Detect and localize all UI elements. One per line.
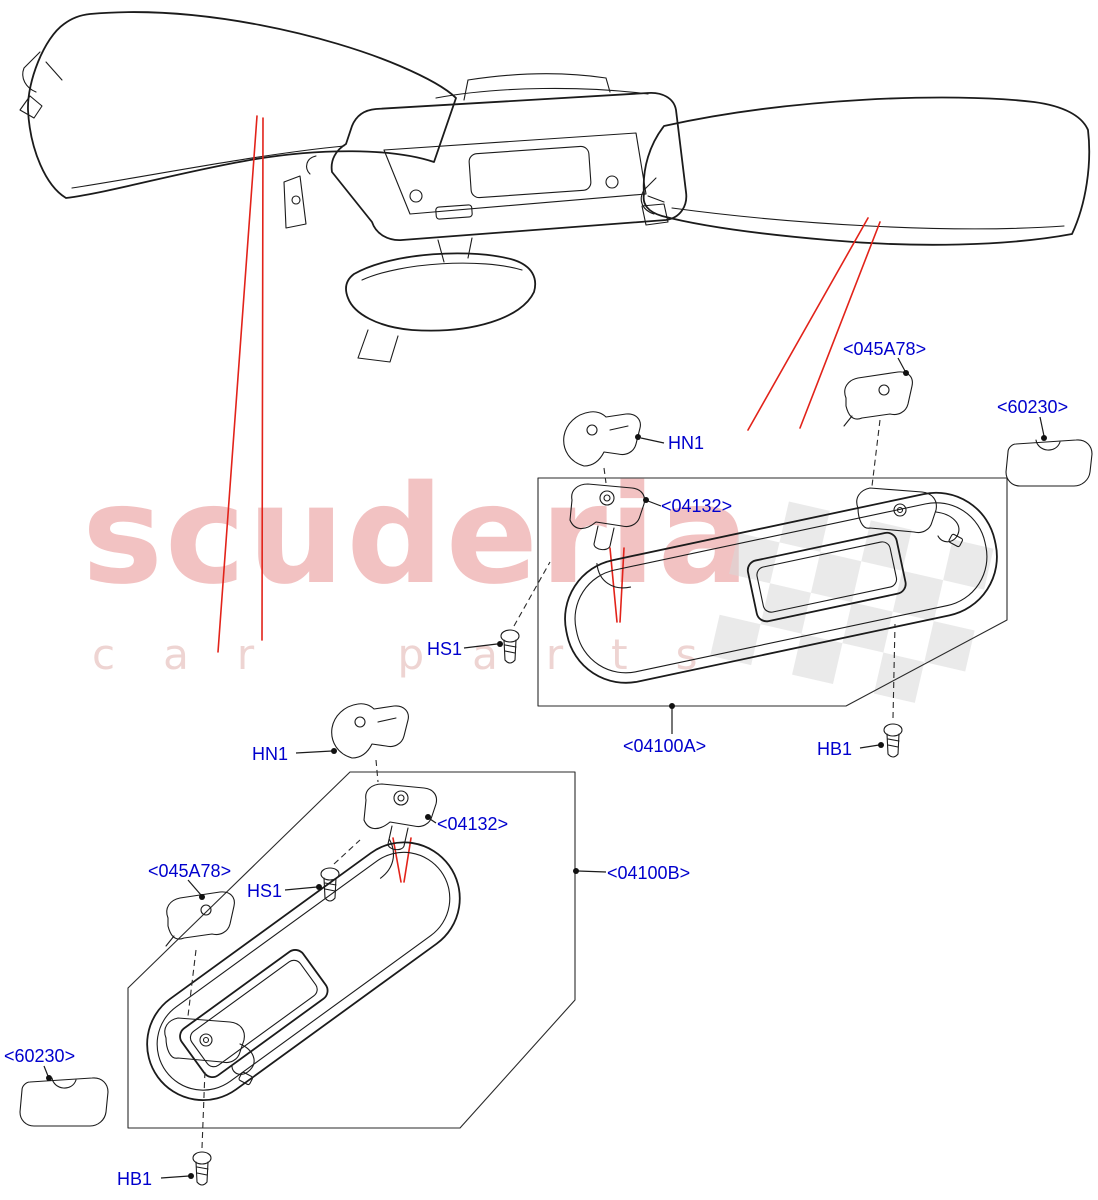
visor-mount-plate-a bbox=[856, 487, 964, 548]
hn1-bracket-b bbox=[331, 703, 409, 759]
visor-mount-plate-b bbox=[164, 1017, 255, 1086]
overhead-console-drawing bbox=[283, 73, 688, 363]
cover-60230-b bbox=[19, 1077, 109, 1127]
callout-screw-hb1-b: HB1 bbox=[117, 1169, 153, 1189]
watermark-subtitle: car parts bbox=[92, 630, 746, 679]
cover-60230-a bbox=[1005, 439, 1093, 487]
screw-hb1-b bbox=[192, 1151, 212, 1186]
clip-045A78-b bbox=[165, 891, 235, 947]
left-sun-visor-drawing bbox=[19, 11, 457, 199]
red-leader-lines bbox=[217, 115, 881, 883]
visor-b-exploded bbox=[19, 703, 576, 1186]
callout-screw-hs1-a: HS1 bbox=[427, 639, 463, 659]
assembly-dashed-lines bbox=[187, 419, 896, 1149]
pivot-04132-b bbox=[363, 783, 438, 851]
watermark: scuderia car parts bbox=[82, 468, 751, 679]
callout-leaders bbox=[43, 357, 1047, 1179]
callout-pivot-b: <04132> bbox=[437, 814, 509, 834]
screw-hs1-b bbox=[320, 867, 340, 902]
callout-screw-hs1-b: HS1 bbox=[247, 881, 283, 901]
visor-a-exploded bbox=[500, 371, 1093, 758]
hn1-bracket-a bbox=[563, 411, 641, 467]
sun-visor-a-drawing bbox=[564, 491, 998, 684]
callout-pivot-bracket-b: HN1 bbox=[252, 744, 289, 764]
callout-clip-a: <045A78> bbox=[843, 339, 927, 359]
callout-pivot-a: <04132> bbox=[661, 496, 733, 516]
callout-clip-b: <045A78> bbox=[148, 861, 232, 881]
screw-hb1-a bbox=[883, 723, 903, 758]
callout-cover-b: <60230> bbox=[4, 1046, 76, 1066]
checkered-flag-watermark bbox=[710, 501, 994, 703]
right-sun-visor-drawing bbox=[640, 96, 1091, 246]
callout-sun-visor-a: <04100A> bbox=[623, 736, 707, 756]
pivot-04132-a bbox=[569, 483, 646, 551]
screw-hs1-a bbox=[500, 629, 520, 664]
sun-visor-b-drawing bbox=[146, 838, 461, 1102]
callout-cover-a: <60230> bbox=[997, 397, 1069, 417]
callout-screw-hb1-a: HB1 bbox=[817, 739, 853, 759]
callout-pivot-bracket-a: HN1 bbox=[668, 433, 705, 453]
watermark-title: scuderia bbox=[82, 457, 752, 615]
callout-sun-visor-b: <04100B> bbox=[607, 863, 691, 883]
clip-045A78-a bbox=[843, 371, 913, 427]
